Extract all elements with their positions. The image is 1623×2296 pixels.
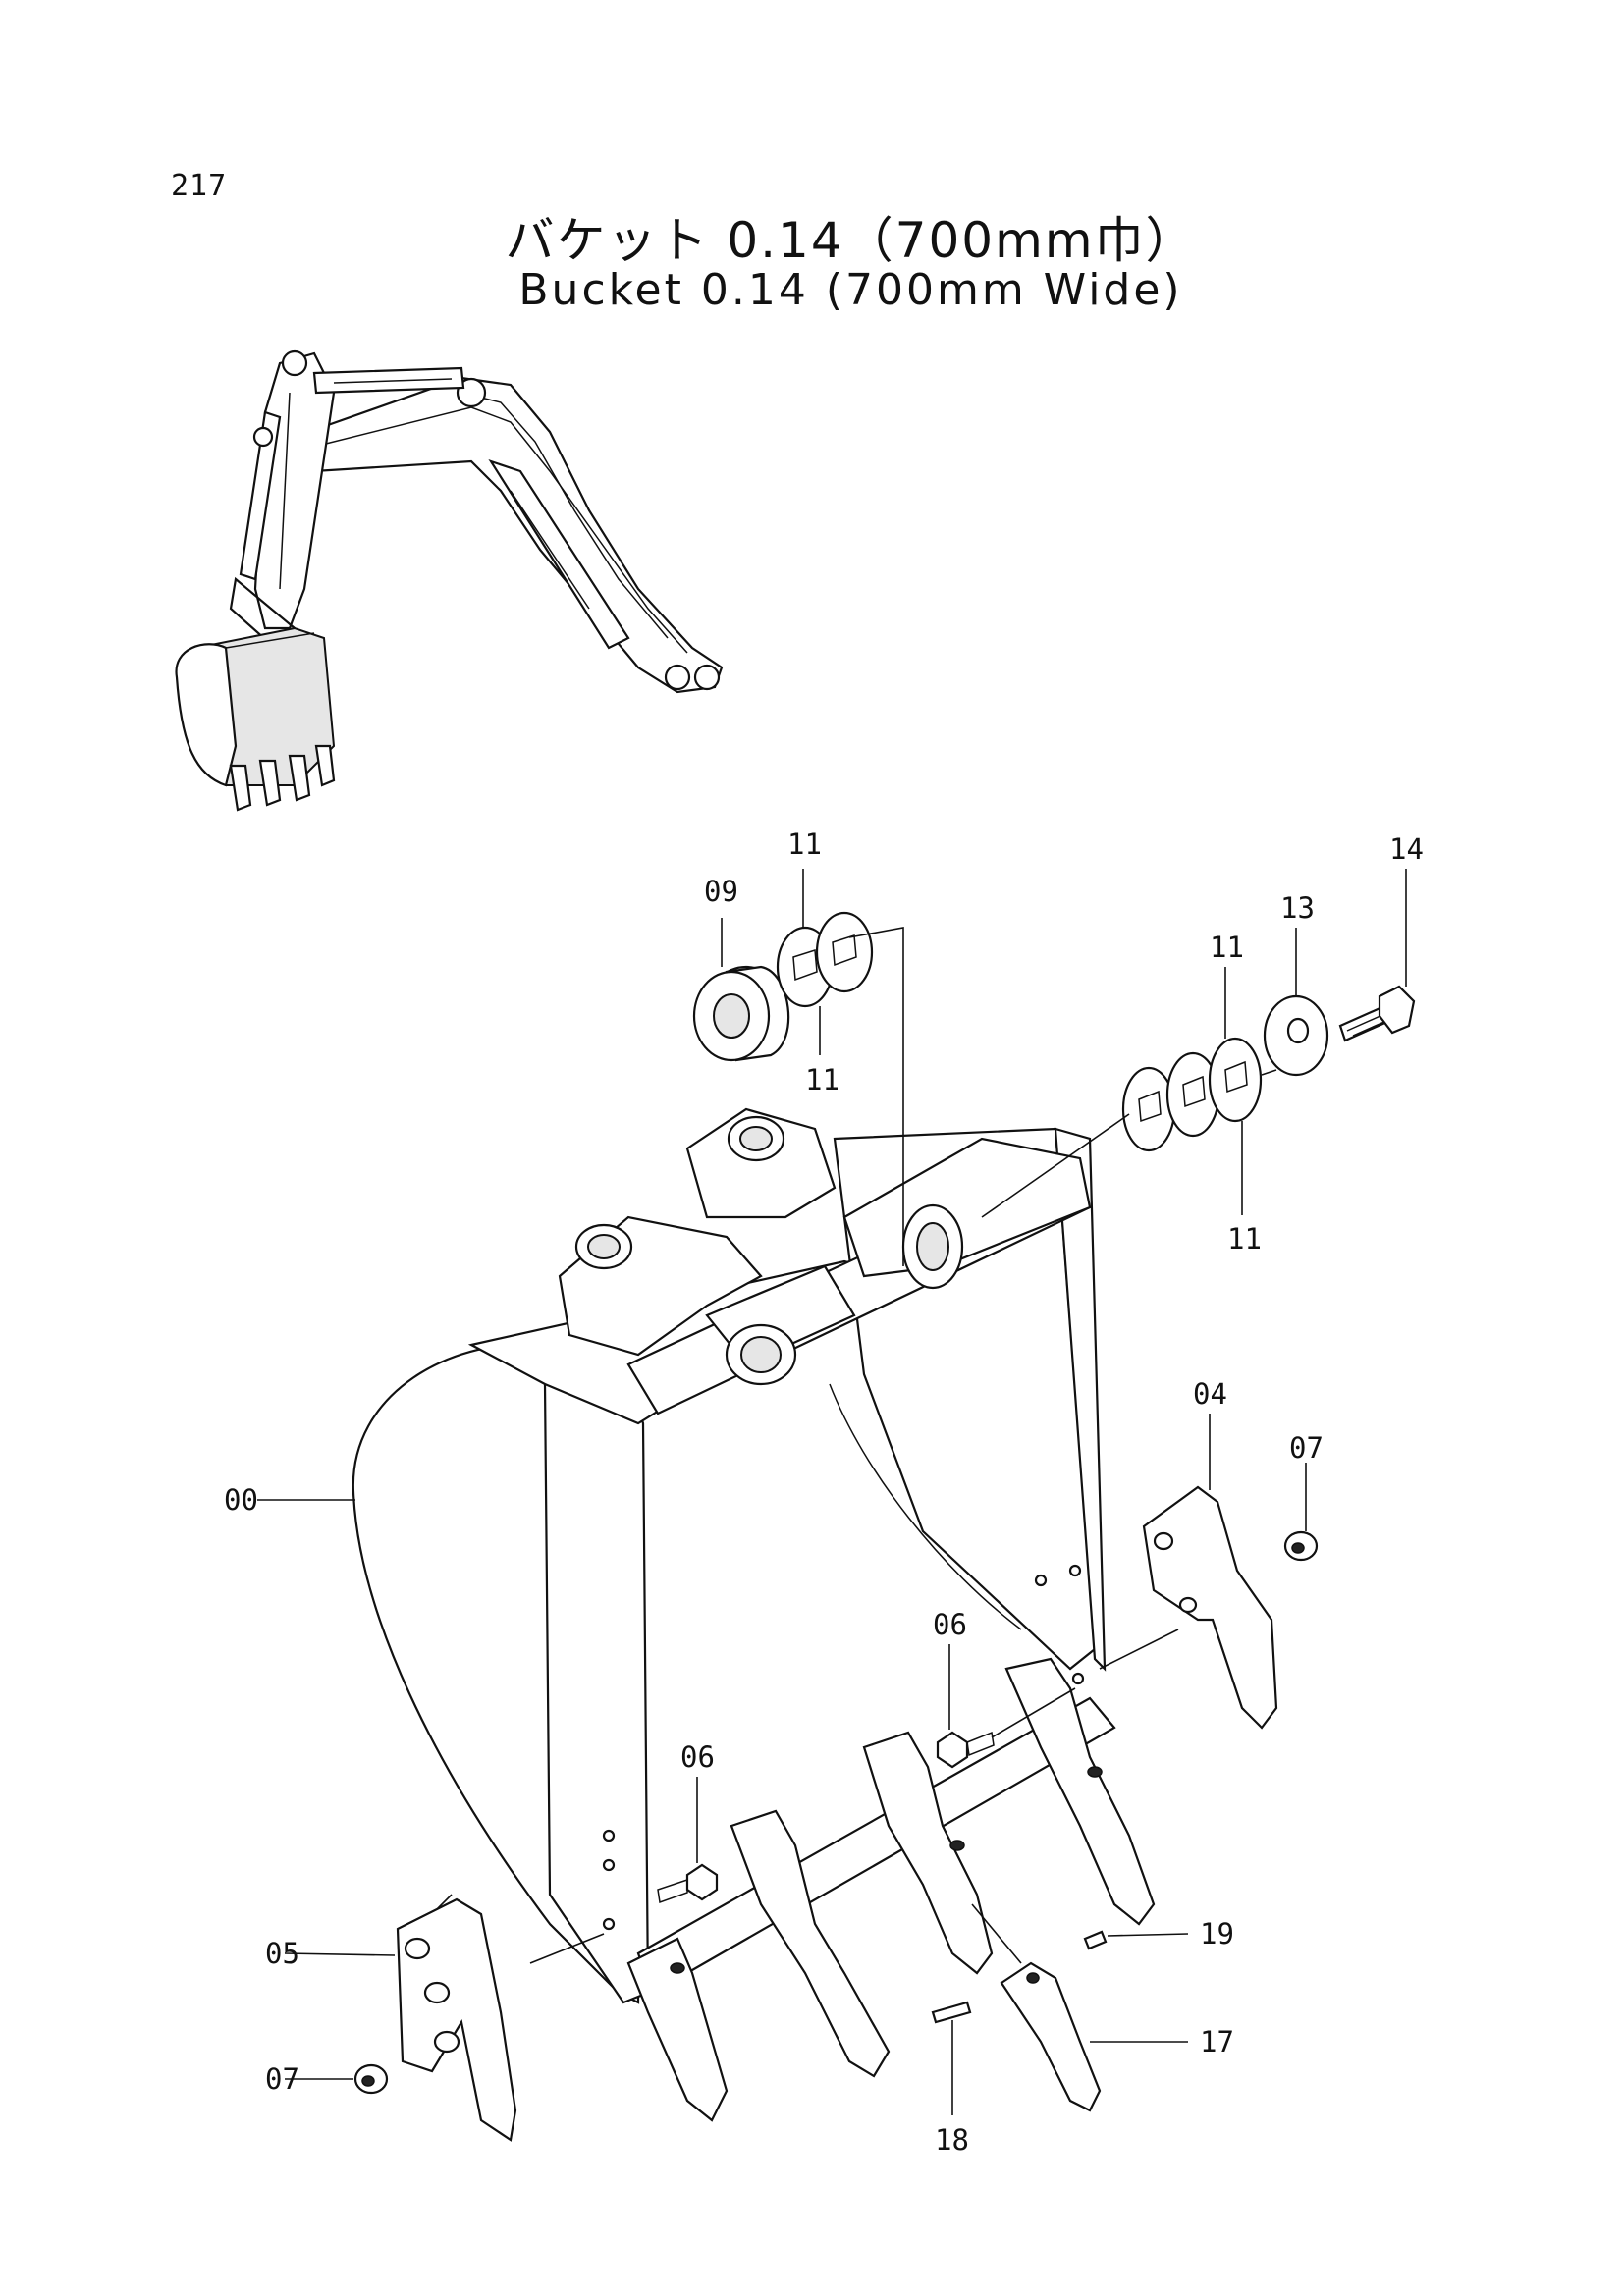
callout-05: 05 — [265, 1937, 299, 1970]
washer-13 — [1263, 994, 1329, 1077]
shims-11-right — [1121, 1037, 1263, 1152]
tooth-point-17 — [1000, 1961, 1102, 2112]
page-number: 217 — [171, 169, 228, 203]
bolt-06-right — [936, 1731, 995, 1769]
callout-11-right-top: 11 — [1210, 931, 1244, 964]
title-english: Bucket 0.14 (700mm Wide) — [518, 265, 1183, 315]
callout-09: 09 — [704, 875, 738, 908]
callout-07-left: 07 — [265, 2062, 299, 2096]
callout-18: 18 — [935, 2123, 969, 2157]
bucket-body — [352, 1107, 1116, 2004]
nut-07-left — [353, 2063, 389, 2095]
excavator-arm-illustration — [175, 349, 724, 812]
callout-06-left: 06 — [680, 1740, 715, 1774]
callout-13: 13 — [1280, 891, 1315, 925]
callout-17: 17 — [1200, 2025, 1234, 2058]
bucket-teeth — [626, 1657, 1156, 2122]
callout-11-below: 11 — [805, 1063, 839, 1096]
callout-labels: 00 04 07 05 07 06 06 09 11 11 11 11 13 1… — [224, 828, 1424, 2157]
side-cutter-05 — [396, 1897, 517, 2142]
callout-11-top: 11 — [787, 828, 822, 861]
title-japanese: バケット 0.14（700mm巾） — [505, 212, 1197, 269]
callout-14: 14 — [1389, 832, 1424, 866]
callout-04: 04 — [1193, 1377, 1227, 1411]
lock-19 — [1083, 1930, 1108, 1950]
shims-11-upper — [776, 911, 874, 1008]
bushing-09 — [692, 965, 790, 1062]
callout-leaders — [257, 869, 1407, 2115]
pin-18 — [931, 2001, 972, 2024]
bolt-06-left — [657, 1863, 719, 1904]
nut-07-right — [1283, 1530, 1319, 1562]
callout-00: 00 — [224, 1483, 258, 1517]
callout-11-right-bottom: 11 — [1227, 1222, 1262, 1255]
bolt-14 — [1338, 985, 1416, 1042]
callout-19: 19 — [1200, 1917, 1234, 1950]
side-cutter-04 — [1142, 1485, 1278, 1730]
callout-06-right: 06 — [933, 1608, 967, 1641]
alignment-lines — [436, 927, 1277, 1964]
callout-07-right: 07 — [1289, 1431, 1324, 1465]
